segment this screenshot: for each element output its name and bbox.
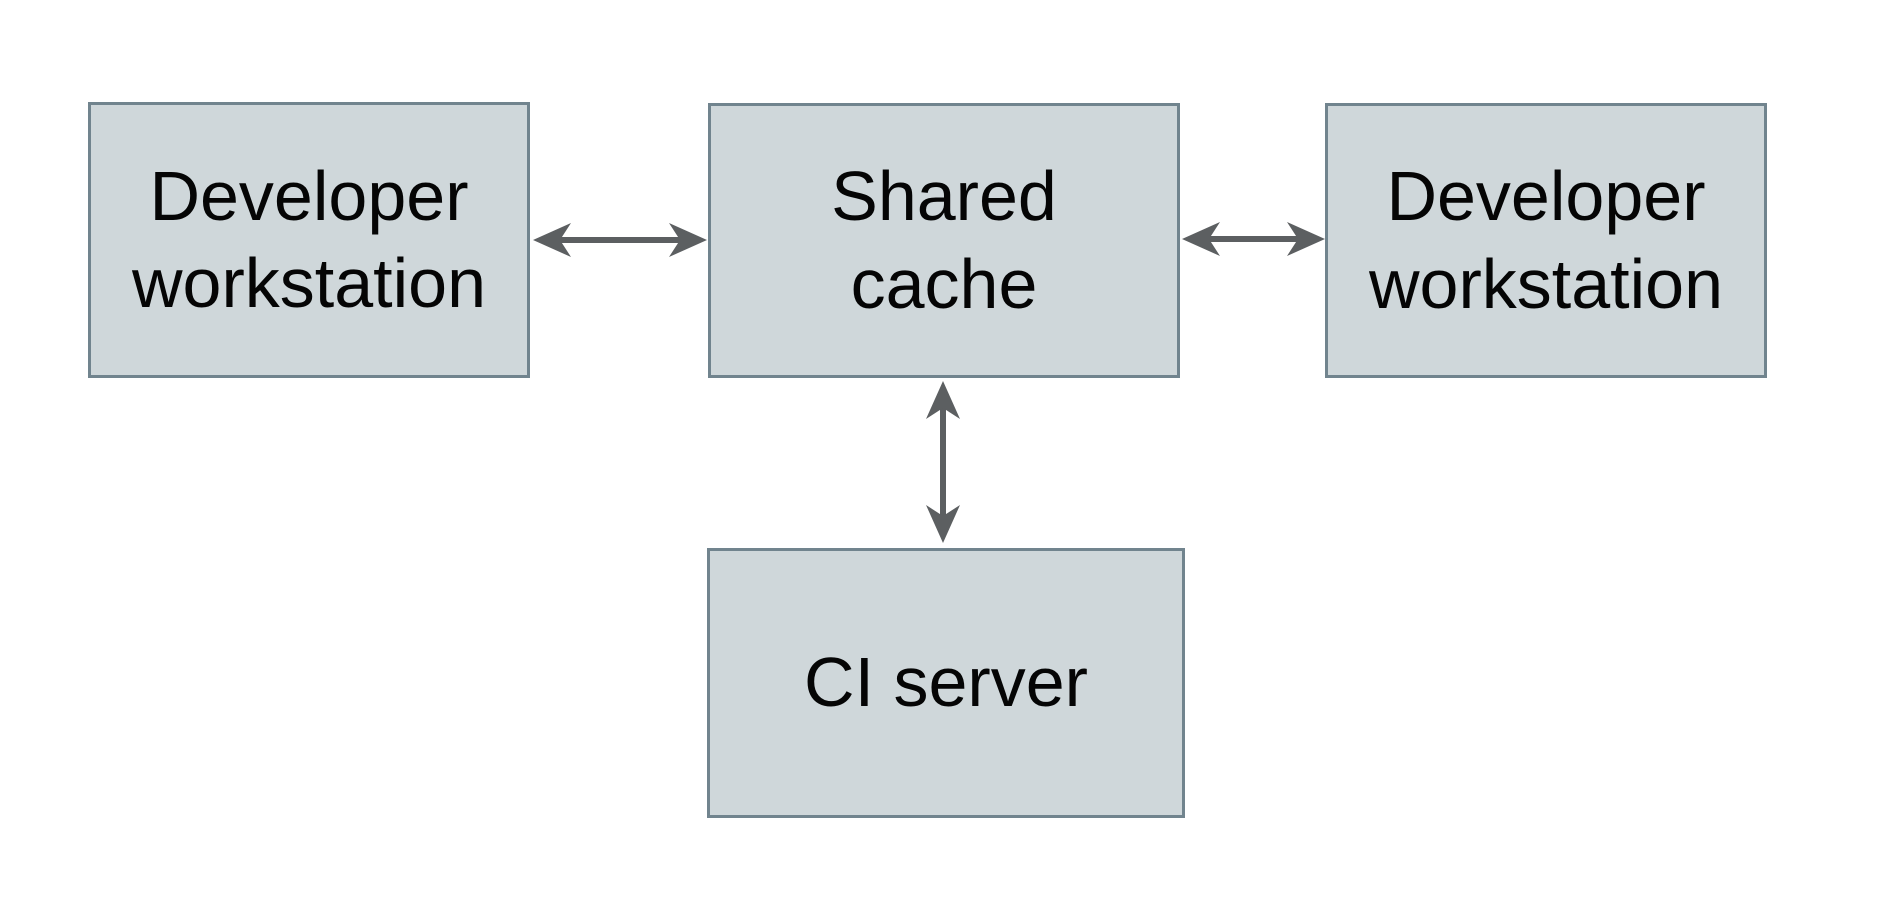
node-label-ci-server: CI server <box>804 643 1088 722</box>
bidirectional-arrow-left-workstation-cache <box>533 223 707 257</box>
node-label-shared-cache: Shared cache <box>831 157 1057 323</box>
bidirectional-arrow-cache-right-workstation <box>1182 222 1325 256</box>
node-label-developer-workstation-right: Developer workstation <box>1368 157 1724 323</box>
node-label-developer-workstation-left: Developer workstation <box>131 156 487 323</box>
node-ci-server: CI server <box>707 548 1185 818</box>
node-developer-workstation-left: Developer workstation <box>88 102 530 378</box>
node-developer-workstation-right: Developer workstation <box>1325 103 1767 378</box>
bidirectional-arrow-cache-ci-server <box>926 381 960 543</box>
node-shared-cache: Shared cache <box>708 103 1180 378</box>
